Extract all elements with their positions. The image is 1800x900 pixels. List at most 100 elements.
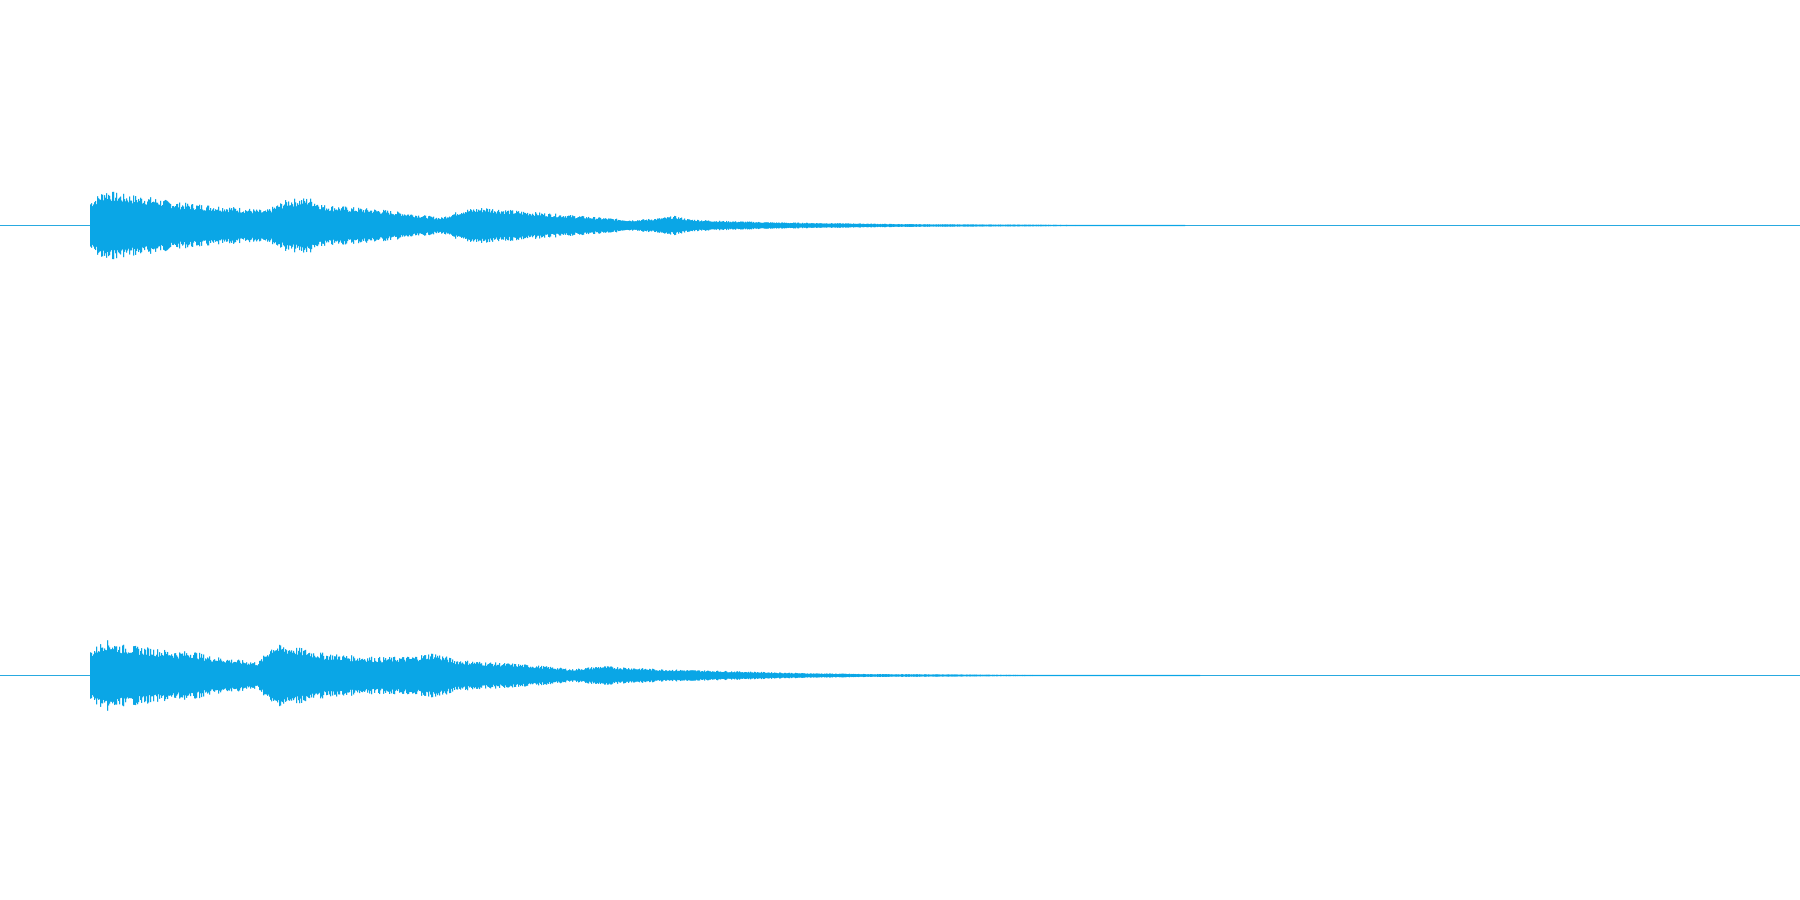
waveform-sample [815, 673, 817, 678]
waveform-sample [94, 651, 96, 700]
waveform-sample [938, 674, 940, 677]
waveform-sample [933, 224, 935, 227]
waveform-sample [853, 223, 855, 228]
waveform-sample [1145, 224, 1147, 227]
waveform-sample [402, 657, 404, 694]
waveform-sample [259, 660, 261, 691]
waveform-sample [445, 657, 447, 694]
waveform-sample [1178, 674, 1180, 677]
waveform-sample [790, 222, 792, 229]
waveform-sample [1029, 674, 1031, 677]
waveform-sample [654, 669, 656, 682]
waveform-sample [921, 674, 923, 677]
waveform-sample [399, 658, 401, 693]
waveform-sample [484, 210, 486, 241]
waveform-sample [495, 211, 497, 240]
waveform-sample [266, 211, 268, 240]
waveform-sample [1083, 224, 1085, 227]
waveform-sample [750, 221, 752, 230]
waveform-sample [672, 669, 674, 682]
waveform-sample [831, 673, 833, 678]
waveform-sample [1045, 674, 1047, 677]
waveform-sample [465, 212, 467, 239]
waveform-sample [236, 211, 238, 240]
waveform-sample [207, 657, 209, 694]
waveform-sample [368, 211, 370, 240]
waveform-sample [914, 224, 916, 227]
waveform-sample [894, 674, 896, 677]
waveform-sample [438, 218, 440, 233]
waveform-sample [533, 214, 535, 237]
waveform-sample [1137, 224, 1139, 227]
waveform-sample [285, 649, 287, 702]
waveform-sample [797, 222, 799, 229]
waveform-sample [793, 673, 795, 678]
waveform-sample [121, 653, 123, 698]
waveform-sample [520, 213, 522, 238]
waveform-sample [392, 214, 394, 237]
waveform-sample [414, 658, 416, 693]
waveform-sample [808, 223, 810, 228]
waveform-sample [834, 673, 836, 678]
waveform-sample [261, 212, 263, 239]
waveform-sample [1144, 224, 1146, 227]
waveform-sample [994, 224, 996, 227]
waveform-sample [294, 652, 296, 699]
waveform-sample [361, 209, 363, 242]
waveform-sample [1124, 674, 1126, 677]
waveform-sample [707, 220, 709, 231]
waveform-sample [278, 206, 280, 245]
waveform-sample [1062, 674, 1064, 677]
waveform-sample [1052, 674, 1054, 677]
waveform-sample [992, 224, 994, 227]
waveform-sample [408, 657, 410, 695]
waveform-sample [1117, 224, 1119, 227]
waveform-sample [714, 671, 716, 680]
waveform-channel-2[interactable] [0, 640, 1800, 711]
waveform-sample [238, 659, 240, 692]
waveform-sample [924, 224, 926, 227]
waveform-sample [310, 198, 312, 253]
waveform-sample [631, 668, 633, 683]
waveform-sample [218, 206, 220, 245]
waveform-sample [376, 211, 378, 240]
waveform-sample [377, 211, 379, 240]
waveform-sample [143, 654, 145, 697]
waveform-sample [772, 673, 774, 678]
waveform-sample [179, 202, 181, 249]
waveform-sample [794, 222, 796, 229]
waveform-sample [809, 673, 811, 678]
waveform-sample [102, 194, 104, 257]
waveform-sample [120, 652, 122, 699]
waveform-sample [929, 674, 931, 677]
waveform-sample [819, 223, 821, 228]
waveform-sample [450, 658, 452, 693]
waveform-sample [205, 658, 207, 693]
waveform-sample [148, 199, 150, 252]
waveform-sample [991, 224, 993, 227]
waveform-sample [254, 210, 256, 241]
waveform-sample [226, 660, 228, 691]
waveform-sample [763, 222, 765, 229]
waveform-sample [475, 663, 477, 688]
waveform-sample [698, 220, 700, 231]
waveform-sample [293, 206, 295, 245]
waveform-sample [402, 214, 404, 237]
waveform-sample [733, 221, 735, 230]
waveform-sample [1139, 224, 1141, 227]
waveform-sample [454, 661, 456, 690]
waveform-sample [1006, 674, 1008, 677]
waveform-sample [1042, 674, 1044, 677]
waveform-sample [517, 211, 519, 240]
waveform-sample [1062, 224, 1064, 227]
waveform-sample [663, 670, 665, 681]
waveform-sample [1181, 224, 1183, 227]
waveform-sample [226, 209, 228, 242]
waveform-sample [566, 670, 568, 681]
waveform-sample [544, 213, 546, 238]
waveform-sample [411, 658, 413, 693]
waveform-sample [328, 659, 330, 692]
waveform-sample [668, 217, 670, 234]
waveform-channel-1[interactable] [0, 191, 1800, 260]
